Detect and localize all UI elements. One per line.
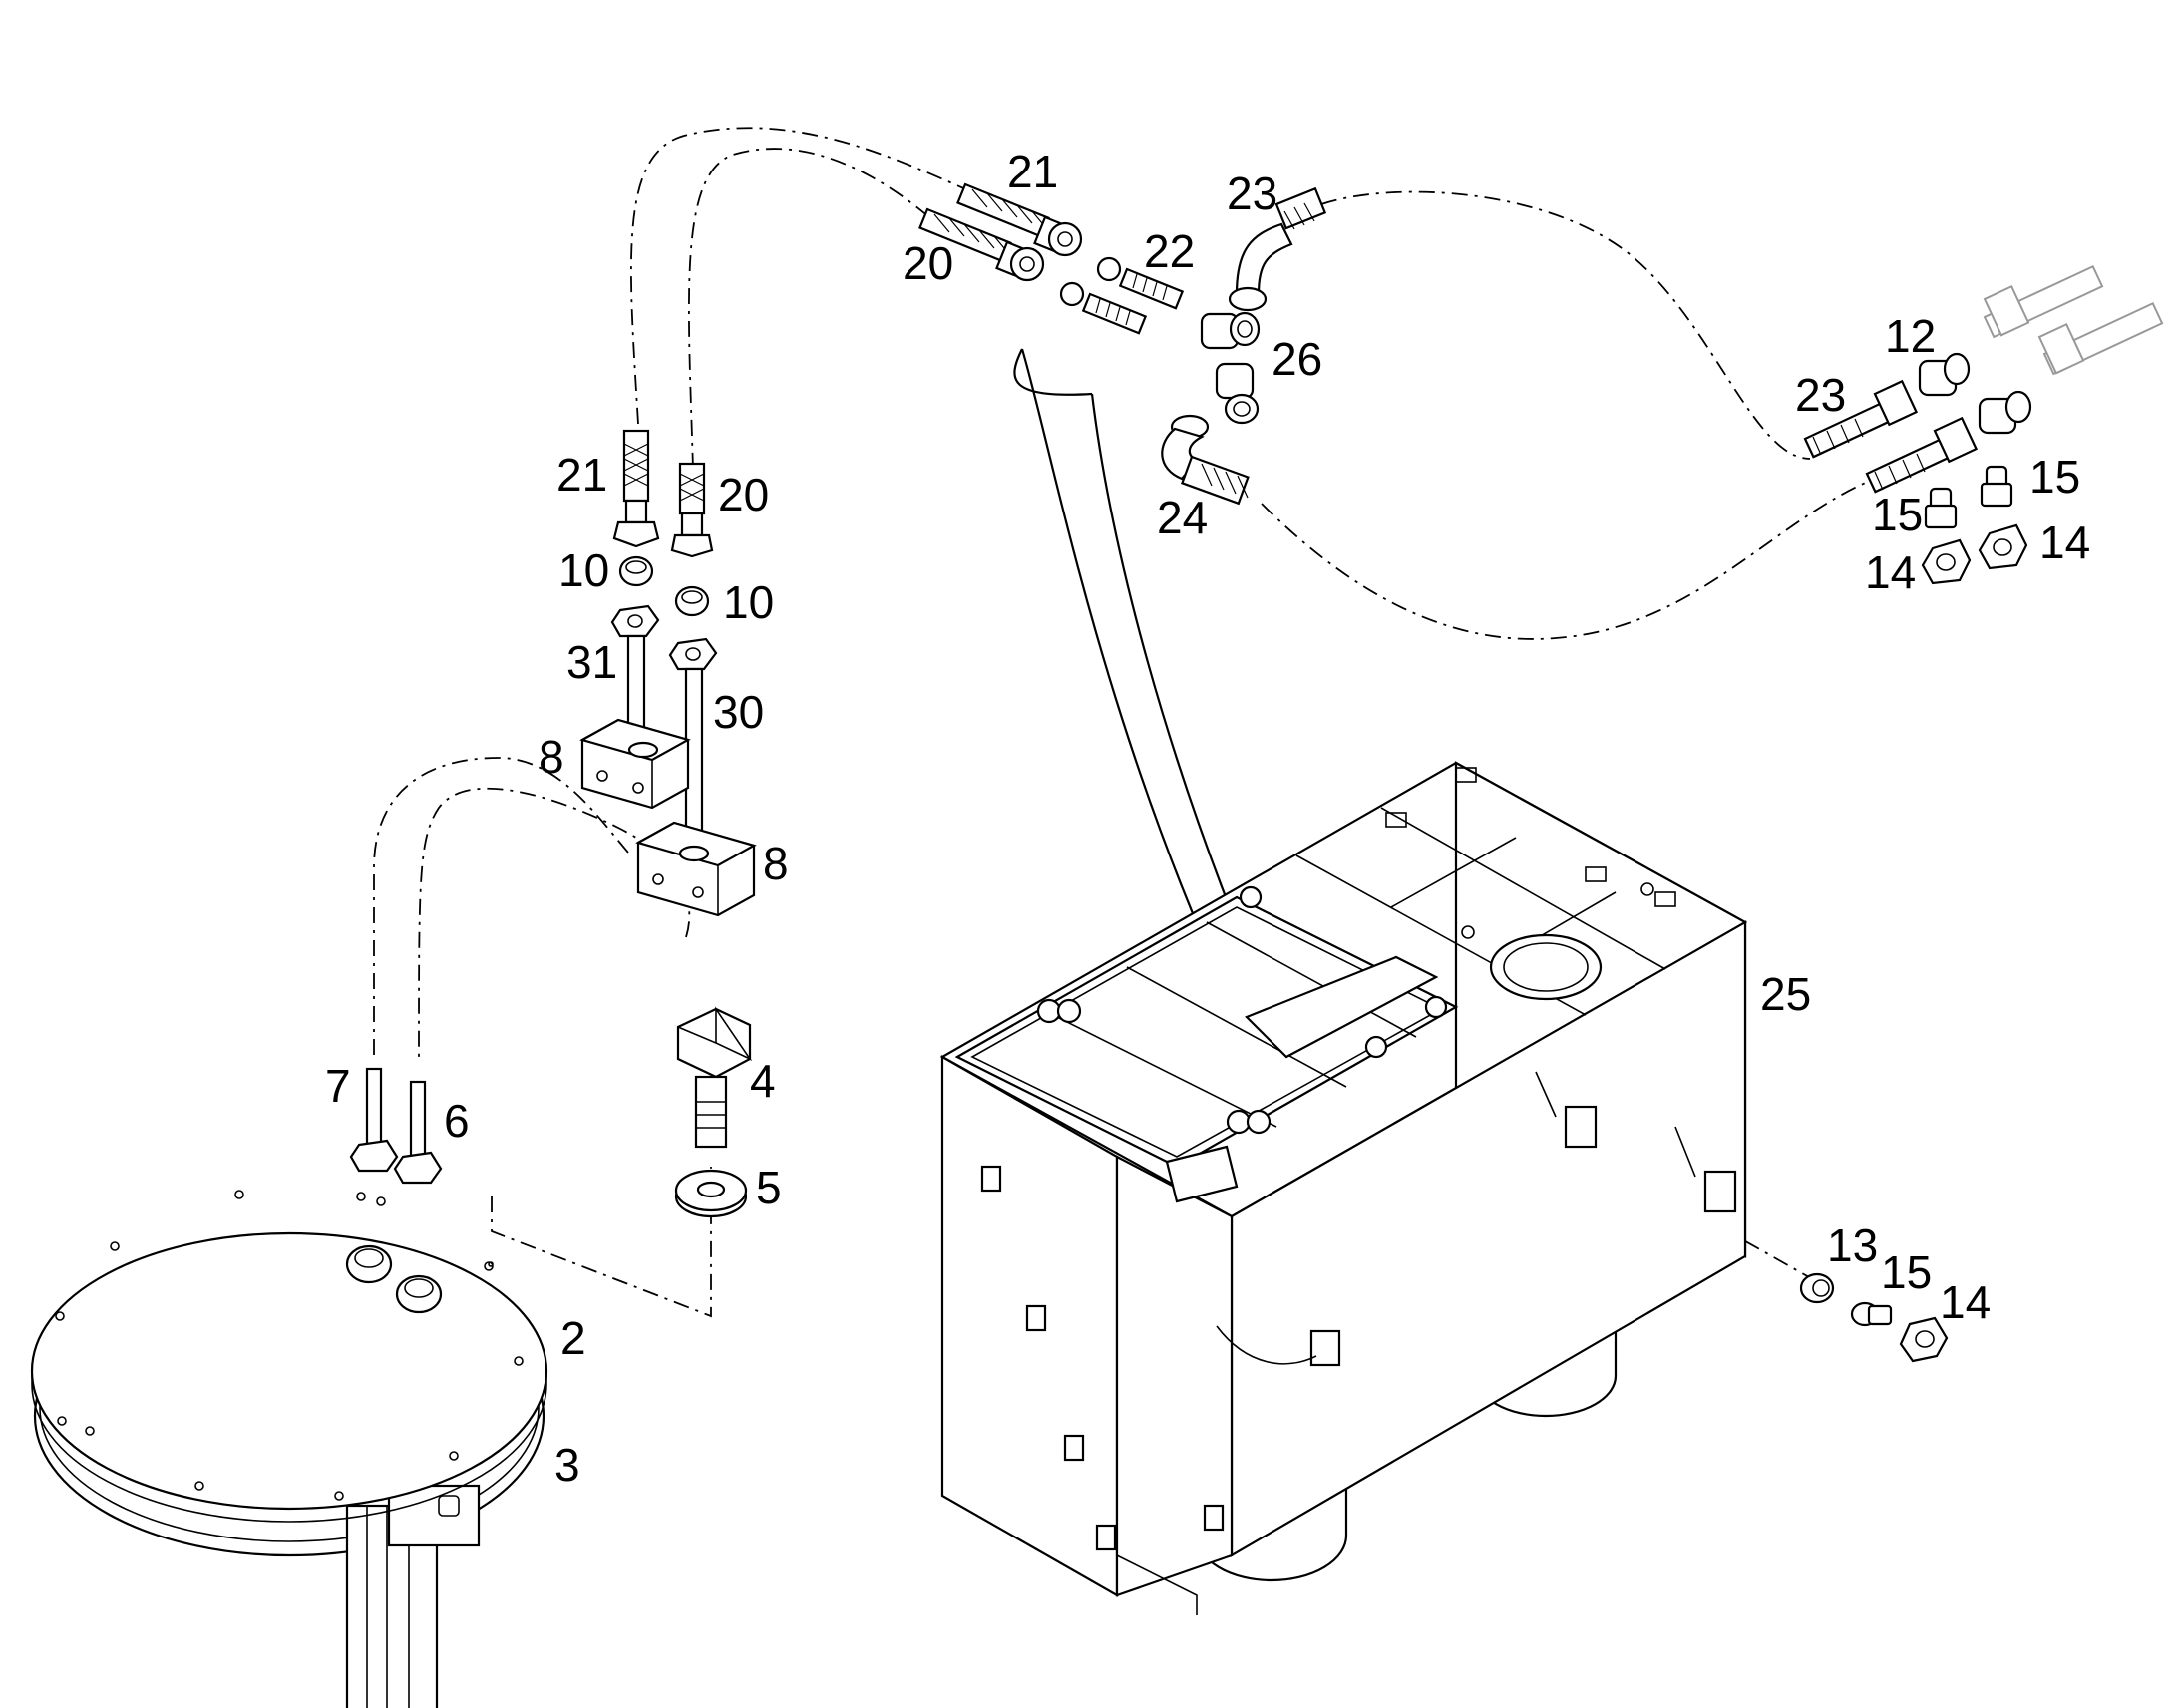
- callout-4: 4: [750, 1055, 776, 1107]
- tank-flange-2: [30, 1190, 548, 1523]
- callout-14-bottom: 14: [1940, 1276, 1991, 1328]
- ghost-hoses: [1983, 264, 2164, 376]
- callout-24: 24: [1157, 492, 1208, 543]
- bolt-6: [393, 1080, 443, 1185]
- hose-20-top: [918, 207, 1045, 282]
- callout-31: 31: [566, 636, 617, 688]
- callout-25: 25: [1760, 968, 1811, 1020]
- callout-26: 26: [1272, 333, 1322, 385]
- callout-14-left: 14: [1865, 546, 1916, 598]
- callout-8-bottom: 8: [763, 838, 789, 889]
- elbow-hose-23-top: [1228, 186, 1327, 312]
- callout-13: 13: [1827, 1219, 1878, 1271]
- adapter-22: [1059, 256, 1185, 335]
- callout-23-right: 23: [1795, 369, 1846, 421]
- callout-15-left: 15: [1872, 489, 1923, 540]
- callout-3: 3: [554, 1439, 580, 1491]
- plug-15-bottom: [1850, 1301, 1893, 1327]
- callout-22: 22: [1144, 225, 1195, 277]
- nut-14-bottom: [1899, 1316, 1949, 1363]
- callout-23-top: 23: [1227, 168, 1277, 219]
- tube-assembly: [345, 1484, 481, 1708]
- callout-20-top: 20: [903, 237, 953, 289]
- bolt-4: [676, 1006, 753, 1149]
- callout-2: 2: [560, 1312, 586, 1364]
- callout-10-right: 10: [723, 576, 774, 628]
- hose-20-left: [670, 462, 714, 558]
- hose-21-left: [612, 429, 660, 548]
- elbow-hose-24: [1161, 414, 1250, 506]
- hose-21-top: [956, 182, 1083, 257]
- callout-10-left: 10: [558, 544, 609, 596]
- callout-14-right: 14: [2039, 516, 2090, 568]
- fitting-26: [1200, 311, 1261, 425]
- clamp-block-8-bottom: [635, 821, 757, 917]
- callout-12: 12: [1885, 310, 1936, 362]
- callout-21-left: 21: [556, 449, 607, 501]
- fitting-13: [1799, 1272, 1835, 1304]
- main-tank-body-25: [939, 761, 1748, 1615]
- callout-20-left: 20: [718, 469, 769, 520]
- callout-15-bottom: 15: [1881, 1246, 1932, 1298]
- nut-14-right: [1921, 523, 2028, 585]
- callout-labels: 21 20 22 23 26 24 12 23 15 15 14 14 21 2…: [325, 146, 2090, 1491]
- callout-15-right: 15: [2029, 451, 2080, 503]
- callout-7: 7: [325, 1060, 351, 1112]
- fitting-10: [618, 555, 710, 617]
- callout-5: 5: [756, 1162, 782, 1213]
- callout-30: 30: [713, 686, 764, 738]
- clamp-block-8-top: [579, 718, 691, 810]
- hose-23-right: [1803, 379, 1979, 494]
- plug-15-right: [1924, 465, 2013, 529]
- bolt-7: [349, 1067, 399, 1173]
- callout-6: 6: [444, 1095, 470, 1147]
- callout-8-top: 8: [539, 731, 564, 783]
- callout-21-top: 21: [1007, 146, 1058, 197]
- adapter-12: [1918, 352, 2032, 435]
- washer-5: [674, 1169, 748, 1218]
